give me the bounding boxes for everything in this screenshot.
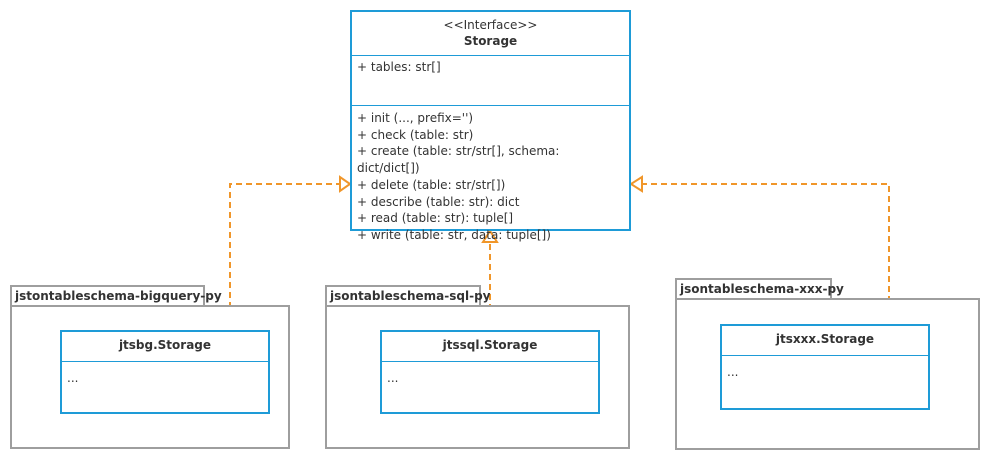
realization-arrow-xxx [642,183,890,322]
arrowhead-bigquery [339,175,352,193]
realization-arrow-bigquery [229,183,340,328]
arrowhead-xxx [629,175,643,193]
arrowhead-sql [481,229,499,243]
